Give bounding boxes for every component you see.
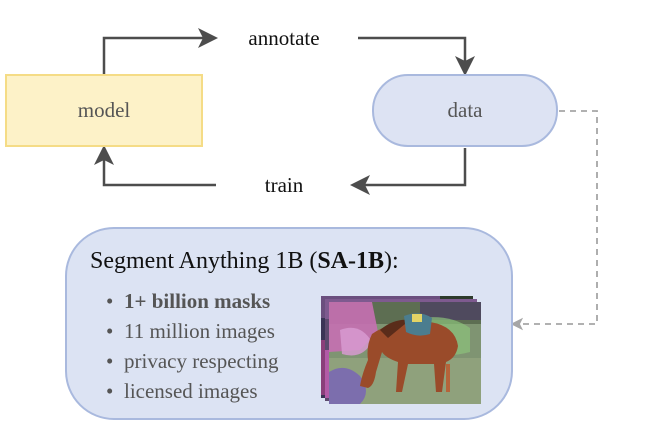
dataset-bullet-list: • 1+ billion masks • 11 million images •… xyxy=(106,289,279,403)
annotate-label: annotate xyxy=(248,26,319,50)
bullet-glyph: • xyxy=(106,379,113,403)
data-label: data xyxy=(448,98,484,122)
bullet-glyph: • xyxy=(106,289,113,313)
bullet-billion-masks: 1+ billion masks xyxy=(124,289,270,313)
dataset-title-prefix: Segment Anything 1B ( xyxy=(90,248,317,274)
list-item: • privacy respecting xyxy=(106,349,279,373)
list-item: • licensed images xyxy=(106,379,258,403)
data-node: data xyxy=(372,74,558,147)
stacked-image-front xyxy=(329,302,481,404)
dataset-dashed-arrow xyxy=(510,110,598,331)
model-node: model xyxy=(5,74,203,147)
annotate-arrow xyxy=(102,28,218,74)
bullet-glyph: • xyxy=(106,319,113,343)
train-arrow xyxy=(350,148,467,195)
list-item: • 1+ billion masks xyxy=(106,289,270,313)
list-item: • 11 million images xyxy=(106,319,275,343)
model-label: model xyxy=(78,98,131,122)
dataset-title: Segment Anything 1B (SA-1B): xyxy=(90,248,399,274)
dataset-panel: Segment Anything 1B (SA-1B): • 1+ billio… xyxy=(65,227,513,420)
horse-segmentation-image-stack-icon xyxy=(321,296,481,404)
train-label: train xyxy=(265,173,304,197)
train-arrow-continuation xyxy=(94,145,216,187)
bullet-glyph: • xyxy=(106,349,113,373)
annotate-arrow-continuation xyxy=(358,36,475,76)
bullet-privacy: privacy respecting xyxy=(124,349,279,373)
dataset-title-suffix: ): xyxy=(384,248,399,274)
dataset-title-bold: SA-1B xyxy=(317,248,384,274)
bullet-million-images: 11 million images xyxy=(124,319,275,343)
bullet-licensed: licensed images xyxy=(124,379,258,403)
